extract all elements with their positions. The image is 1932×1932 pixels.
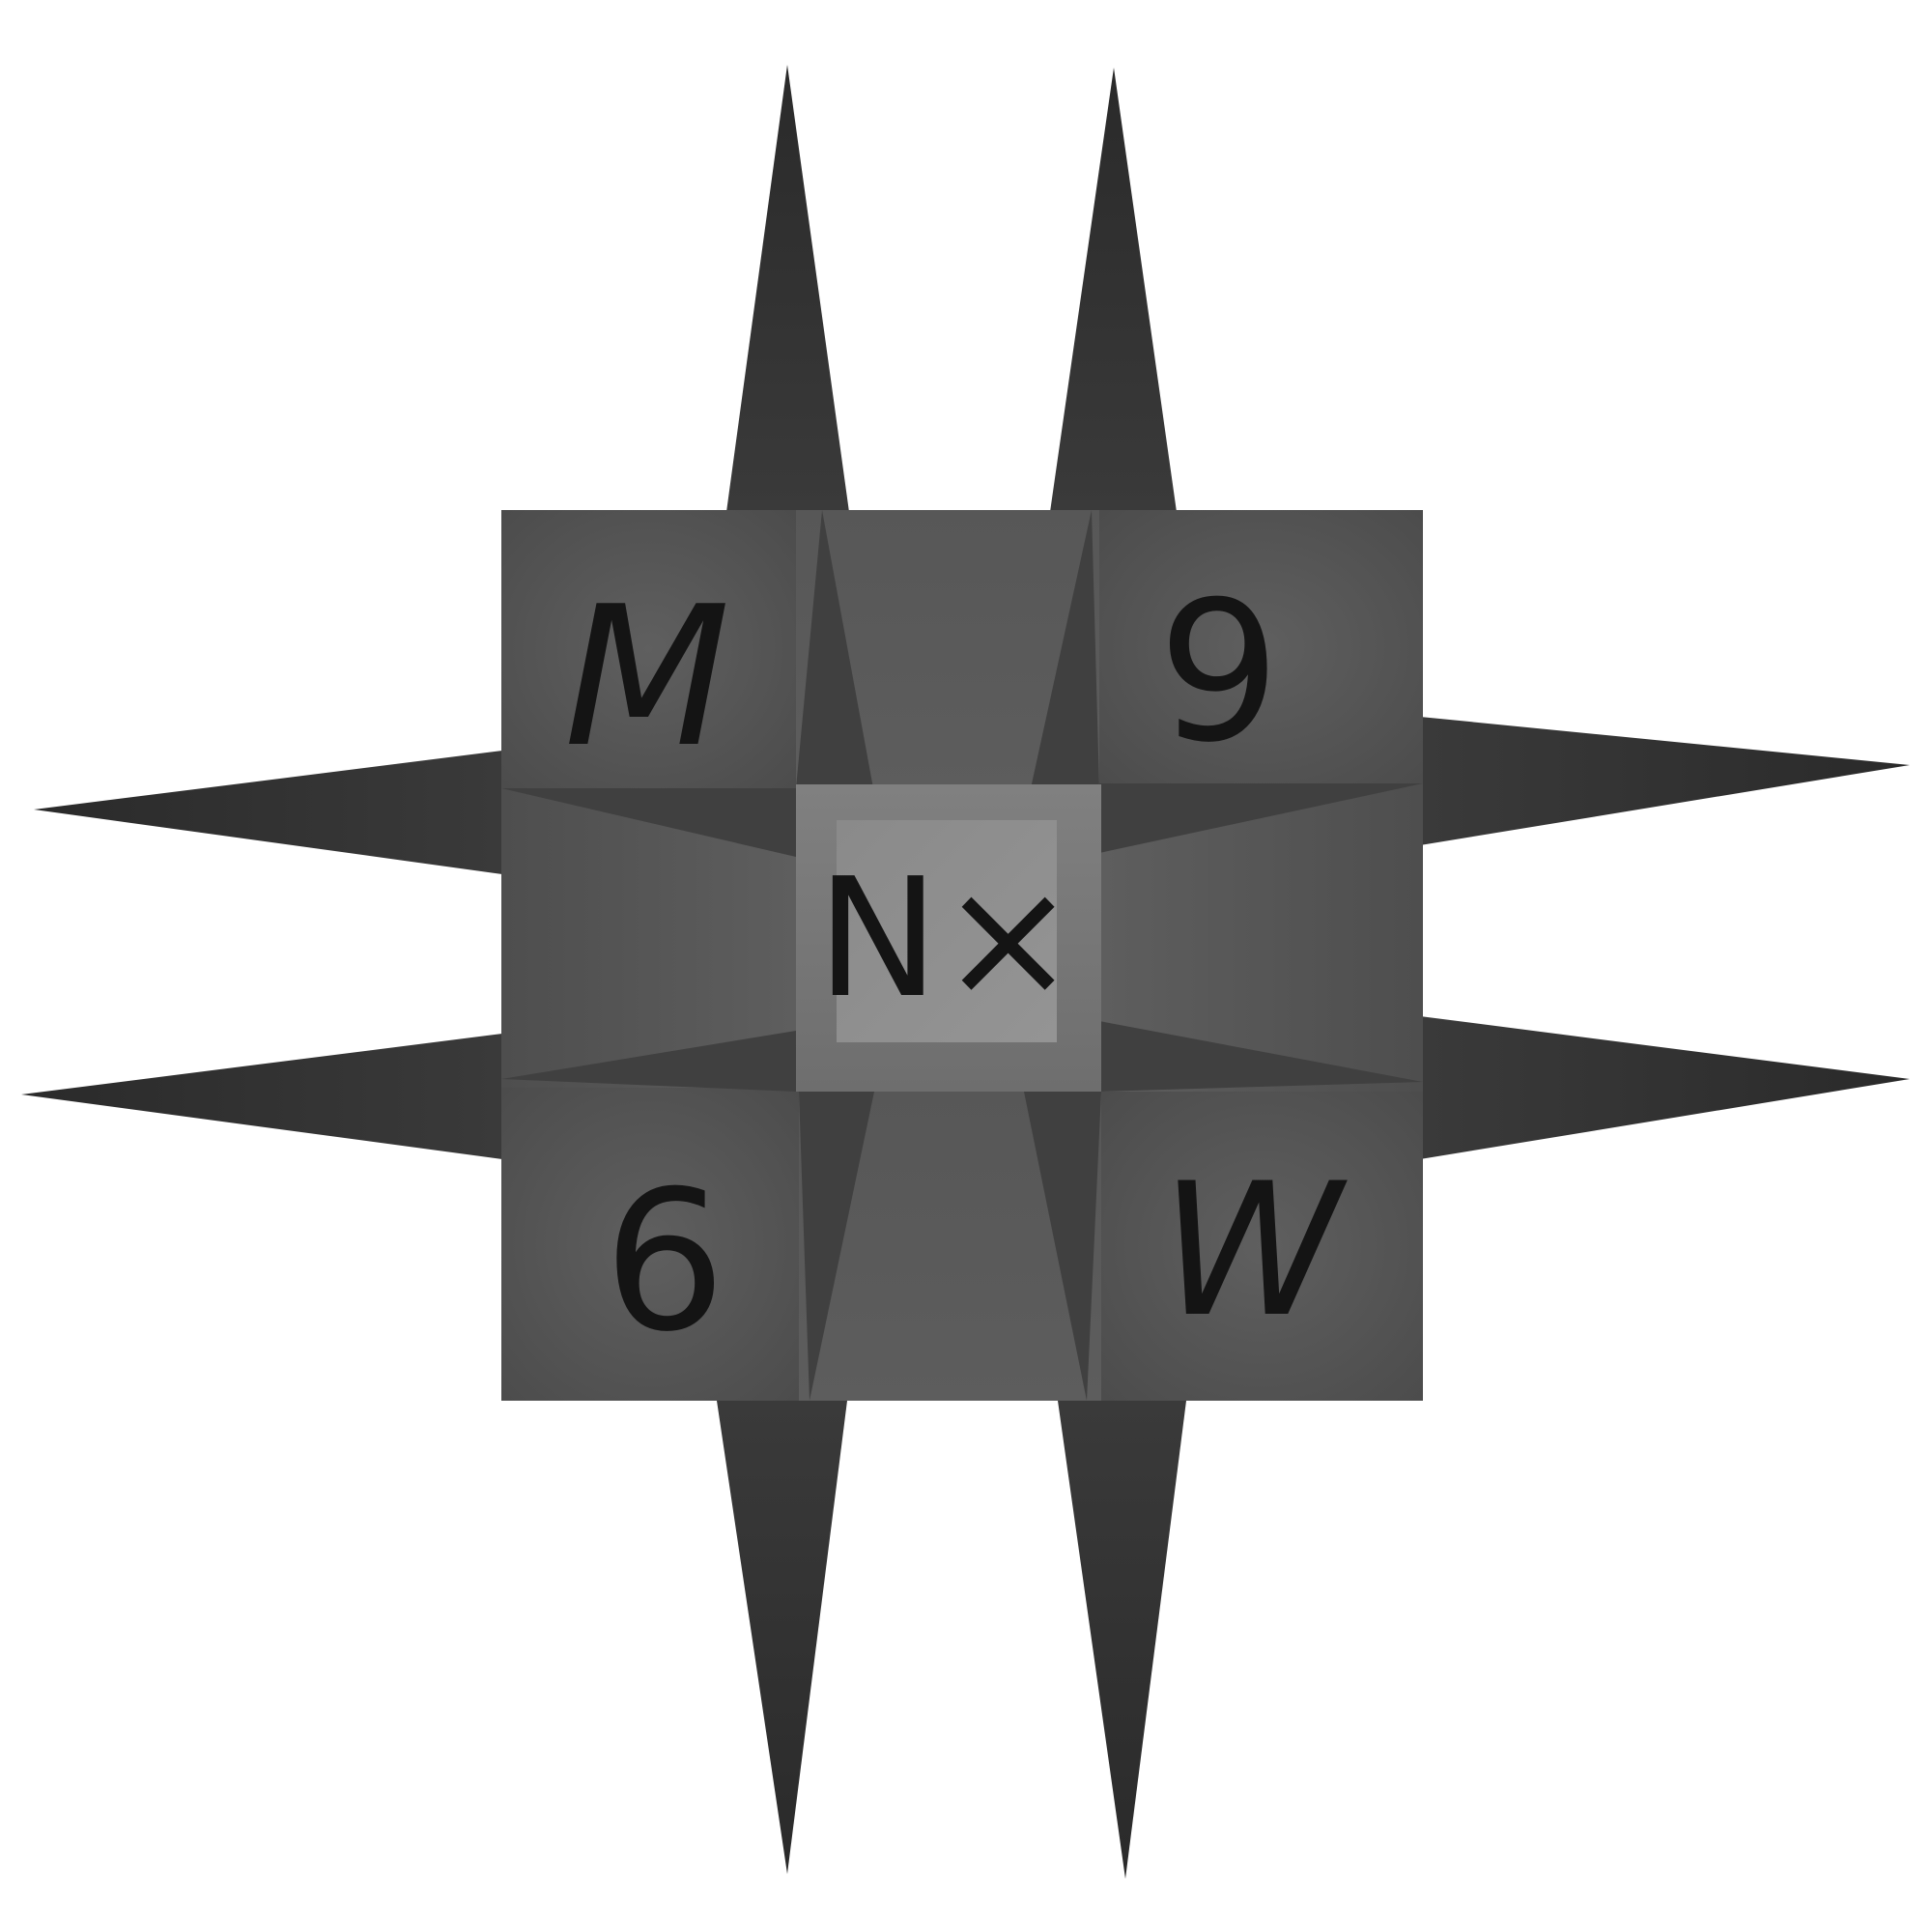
- center-key-face: [837, 820, 1057, 1042]
- spike-right-upper: [1420, 717, 1910, 845]
- spike-left-lower: [21, 1034, 502, 1159]
- panel-top-right: [1099, 510, 1423, 783]
- panel-bottom-left: [501, 1088, 799, 1401]
- inner-triangle-left-lower: [501, 1031, 796, 1092]
- label-bottom-right: W: [1160, 1144, 1348, 1357]
- spike-top-left: [726, 65, 849, 512]
- panel-bottom-right: [1101, 1092, 1423, 1401]
- label-center: N×: [816, 843, 1077, 1035]
- spike-left-upper: [34, 751, 502, 874]
- label-top-left: M: [564, 565, 731, 790]
- inner-triangle-top-right: [1031, 510, 1099, 788]
- inner-triangle-right-lower: [1099, 1021, 1423, 1092]
- label-bottom-left: 6: [603, 1150, 725, 1375]
- spike-right-lower: [1420, 1016, 1910, 1159]
- inner-triangle-right-upper: [1099, 783, 1423, 853]
- panel-top-left: [501, 510, 796, 788]
- inner-triangle-bottom-right: [1024, 1092, 1101, 1401]
- inner-triangle-left-upper: [501, 788, 796, 857]
- label-top-right: 9: [1157, 560, 1280, 785]
- inner-triangle-bottom-left: [799, 1092, 874, 1401]
- spike-top-right: [1050, 68, 1177, 512]
- inner-triangle-top-left: [796, 510, 873, 788]
- spike-bottom-left: [717, 1401, 847, 1874]
- spike-bottom-right: [1058, 1401, 1186, 1879]
